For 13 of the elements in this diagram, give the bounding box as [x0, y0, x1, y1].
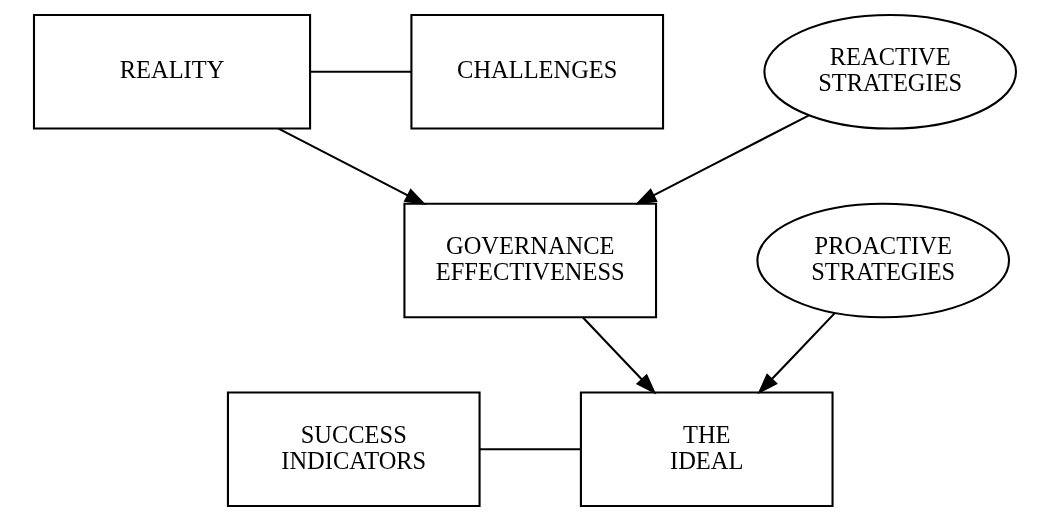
node-ellipse: PROACTIVE STRATEGIES — [755, 202, 1010, 319]
node-box: CHALLENGES — [409, 13, 664, 130]
connector — [479, 448, 580, 451]
node-box: GOVERNANCE EFFECTIVENESS — [402, 202, 657, 319]
node-box: THE IDEAL — [579, 391, 834, 508]
node-ellipse: REACTIVE STRATEGIES — [762, 13, 1017, 130]
arrow — [581, 316, 656, 395]
arrow — [277, 127, 426, 206]
arrow — [634, 114, 809, 205]
arrow — [756, 312, 835, 395]
node-box: SUCCESS INDICATORS — [226, 391, 481, 508]
node-box: REALITY — [32, 13, 311, 130]
connector — [309, 70, 411, 73]
